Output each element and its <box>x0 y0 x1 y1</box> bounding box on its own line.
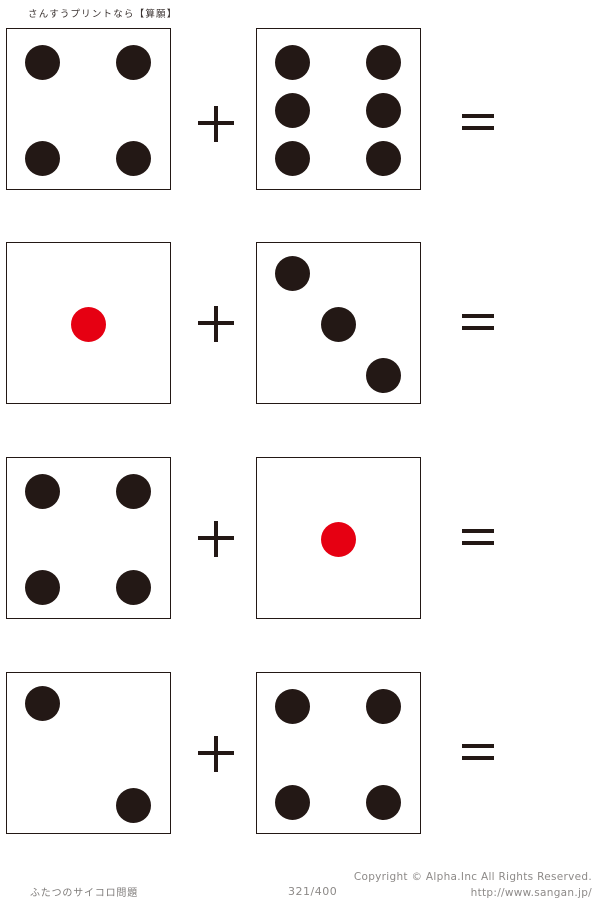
die-right <box>256 28 421 190</box>
die-pip <box>116 474 152 509</box>
equals-operator-icon <box>462 744 494 764</box>
plus-operator-icon <box>198 736 234 772</box>
problem-row <box>0 28 600 198</box>
die-left <box>6 457 171 619</box>
equals-operator-icon <box>462 529 494 549</box>
problem-row <box>0 457 600 627</box>
die-pip <box>366 93 402 128</box>
die-pip <box>24 570 60 605</box>
die-pip <box>274 141 310 176</box>
die-pip <box>320 307 356 342</box>
equals-top-bar <box>462 529 494 533</box>
die-pip <box>274 45 310 80</box>
equals-top-bar <box>462 744 494 748</box>
die-pip <box>116 45 152 80</box>
equals-bottom-bar <box>462 326 494 330</box>
die-pip <box>366 358 402 394</box>
plus-operator-icon <box>198 106 234 142</box>
plus-vertical-bar <box>214 106 218 142</box>
plus-vertical-bar <box>214 736 218 772</box>
die-pip <box>366 45 402 80</box>
die-left <box>6 28 171 190</box>
die-right <box>256 672 421 834</box>
die-pip <box>274 93 310 128</box>
die-left <box>6 242 171 404</box>
die-pip <box>320 522 356 557</box>
plus-vertical-bar <box>214 521 218 557</box>
plus-operator-icon <box>198 306 234 342</box>
die-pip <box>274 785 310 820</box>
page-number: 321/400 <box>288 885 338 898</box>
copyright-text: Copyright © Alpha.Inc All Rights Reserve… <box>353 871 592 883</box>
die-pip <box>24 45 60 80</box>
die-pip <box>24 141 60 176</box>
die-pip <box>366 689 402 724</box>
die-pip <box>24 685 60 721</box>
die-pip <box>116 141 152 176</box>
die-pip <box>24 474 60 509</box>
equals-operator-icon <box>462 314 494 334</box>
equals-top-bar <box>462 114 494 118</box>
problem-row <box>0 672 600 842</box>
page-footer: ふたつのサイコロ問題 321/400 Copyright © Alpha.Inc… <box>0 860 600 907</box>
problem-row <box>0 242 600 412</box>
plus-operator-icon <box>198 521 234 557</box>
die-pip <box>116 788 152 824</box>
equals-bottom-bar <box>462 541 494 545</box>
equals-top-bar <box>462 314 494 318</box>
die-pip <box>70 307 106 342</box>
die-left <box>6 672 171 834</box>
die-pip <box>366 785 402 820</box>
die-right <box>256 457 421 619</box>
die-pip <box>274 689 310 724</box>
die-pip <box>274 255 310 291</box>
equals-bottom-bar <box>462 756 494 760</box>
worksheet-title: ふたつのサイコロ問題 <box>30 888 138 899</box>
equals-operator-icon <box>462 114 494 134</box>
plus-vertical-bar <box>214 306 218 342</box>
site-header-label: さんすうプリントなら【算願】 <box>28 9 178 20</box>
die-right <box>256 242 421 404</box>
equals-bottom-bar <box>462 126 494 130</box>
die-pip <box>366 141 402 176</box>
die-pip <box>116 570 152 605</box>
site-url: http://www.sangan.jp/ <box>470 887 592 899</box>
